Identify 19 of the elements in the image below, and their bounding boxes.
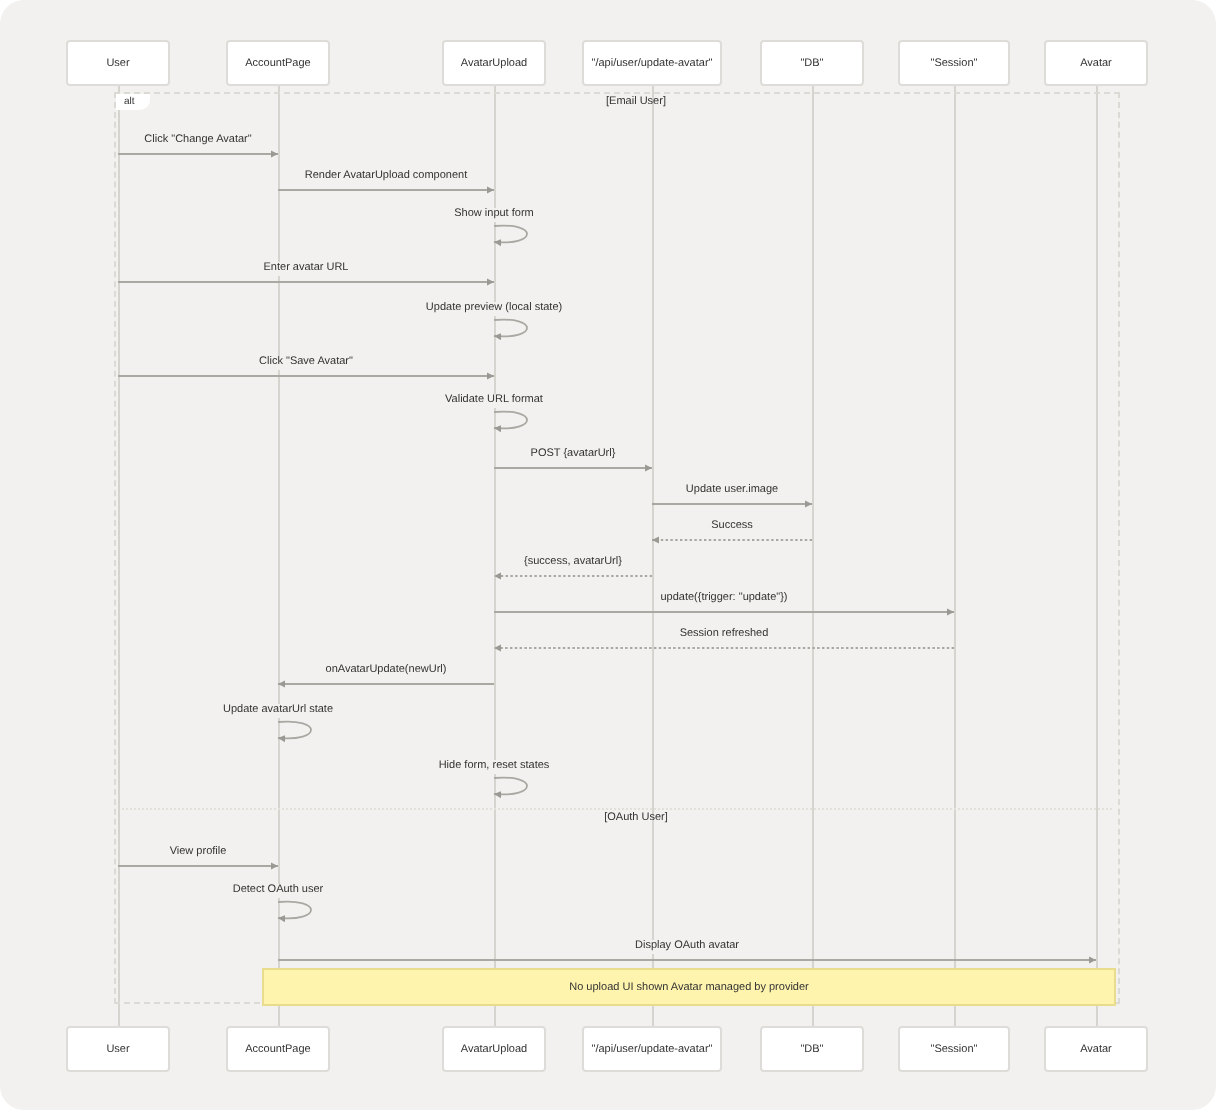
self-message-arrow	[493, 224, 528, 246]
message-arrow	[117, 278, 495, 286]
message-arrow	[493, 608, 955, 616]
message-arrow	[277, 680, 495, 688]
self-message-arrow	[493, 410, 528, 432]
message-arrow	[493, 644, 955, 652]
message-arrow	[493, 572, 653, 580]
message-arrow	[117, 150, 279, 158]
message-arrow	[493, 464, 653, 472]
self-message-arrow	[277, 900, 312, 922]
self-message-arrow	[493, 776, 528, 798]
message-arrow	[277, 186, 495, 194]
message-arrow	[651, 500, 813, 508]
message-arrow	[117, 372, 495, 380]
self-message-arrow	[493, 318, 528, 340]
message-arrow	[117, 862, 279, 870]
message-arrow	[277, 956, 1097, 964]
self-message-arrow	[277, 720, 312, 742]
message-arrow	[651, 536, 813, 544]
